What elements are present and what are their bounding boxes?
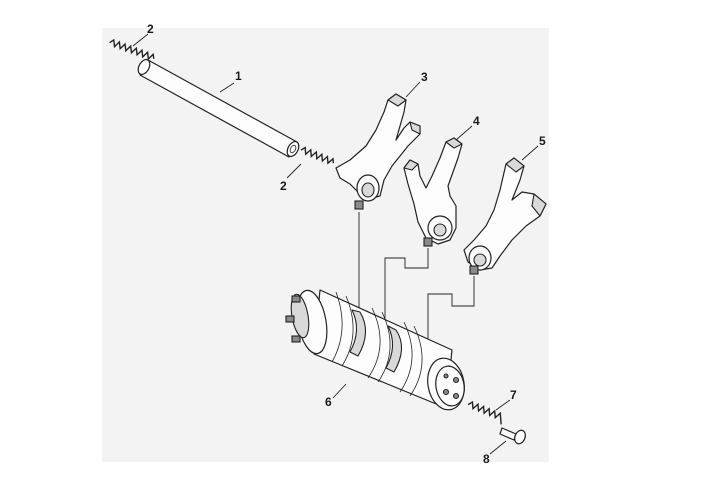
alignment-lines (358, 212, 475, 346)
callout-6: 6 (325, 395, 332, 409)
callout-7: 7 (510, 388, 517, 402)
callouts: 2 1 2 3 4 5 6 7 8 (147, 22, 546, 466)
spring-drum-icon (467, 400, 502, 425)
pin-icon (499, 427, 526, 445)
shaft-icon (137, 58, 300, 158)
callout-1: 1 (235, 69, 242, 83)
leader-lines (132, 33, 539, 455)
callout-5: 5 (539, 134, 546, 148)
callout-4: 4 (473, 114, 480, 128)
drum-icon (285, 289, 465, 411)
fork-3-icon (335, 93, 421, 210)
spring-top-icon (109, 38, 155, 61)
callout-2-top: 2 (147, 22, 154, 36)
callout-8: 8 (483, 452, 490, 466)
callout-3: 3 (421, 70, 428, 84)
spring-mid-icon (300, 146, 335, 165)
fork-5-icon (463, 157, 547, 275)
callout-2-mid: 2 (280, 179, 287, 193)
fork-4-icon (403, 137, 463, 247)
